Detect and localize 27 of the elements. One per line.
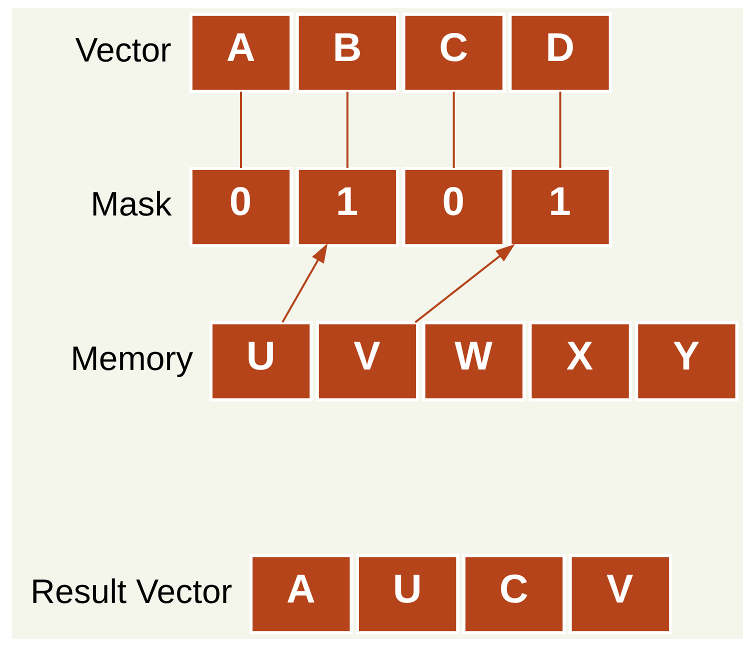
node-box: 1 bbox=[295, 166, 399, 248]
node-box: W bbox=[422, 321, 526, 402]
connector bbox=[558, 92, 561, 168]
node-box: U bbox=[208, 321, 312, 402]
connector bbox=[346, 92, 348, 168]
node-box: 0 bbox=[402, 166, 505, 248]
arrow bbox=[281, 243, 328, 323]
node-box: Y bbox=[634, 321, 738, 402]
node-box: X bbox=[528, 321, 632, 402]
node-box: V bbox=[315, 321, 419, 402]
node-box: 1 bbox=[508, 166, 612, 248]
node-box: C bbox=[402, 12, 505, 93]
node-box: U bbox=[355, 554, 459, 634]
node-box: B bbox=[295, 12, 399, 93]
connector bbox=[452, 92, 454, 168]
label: Mask bbox=[90, 186, 172, 224]
label: Memory bbox=[70, 340, 193, 378]
node-box: V bbox=[568, 554, 672, 634]
node-box: A bbox=[249, 554, 352, 634]
arrow bbox=[414, 244, 514, 324]
node-box: 0 bbox=[188, 166, 292, 248]
connector bbox=[240, 92, 242, 168]
label: Result Vector bbox=[30, 572, 232, 611]
node-box: C bbox=[462, 554, 566, 634]
label: Vector bbox=[74, 31, 171, 70]
node-box: D bbox=[508, 12, 612, 93]
node-box: A bbox=[188, 12, 292, 93]
